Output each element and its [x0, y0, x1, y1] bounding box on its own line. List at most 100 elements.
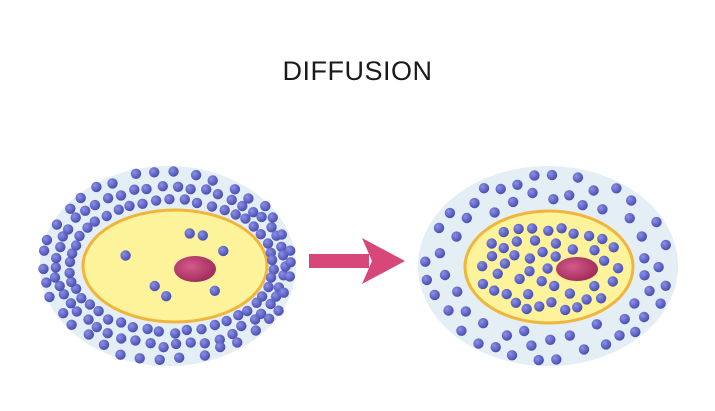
particle — [506, 350, 518, 361]
particle — [556, 223, 567, 234]
particle — [581, 294, 592, 305]
particle — [524, 266, 535, 277]
particle — [509, 250, 520, 261]
particle — [130, 335, 141, 346]
particle — [267, 212, 278, 223]
particle — [452, 286, 463, 297]
particle — [597, 204, 608, 215]
particle — [578, 344, 590, 355]
particle — [38, 245, 50, 256]
particle — [129, 184, 140, 195]
particle — [629, 298, 640, 309]
particle — [266, 222, 277, 233]
particle — [498, 226, 509, 238]
particle — [639, 253, 650, 264]
particle — [141, 183, 152, 195]
particle — [268, 264, 279, 275]
particle — [230, 209, 241, 220]
particle — [181, 324, 192, 336]
particle — [490, 342, 501, 353]
particle — [451, 231, 462, 242]
particle — [568, 228, 579, 239]
particle — [215, 341, 226, 353]
particle — [76, 293, 87, 304]
particle — [221, 315, 232, 327]
particle — [477, 278, 489, 290]
particle — [595, 293, 607, 304]
particle — [197, 230, 208, 241]
particle — [256, 211, 267, 223]
particle — [170, 328, 181, 339]
particle — [489, 207, 500, 218]
particle — [134, 353, 145, 364]
particle — [102, 328, 113, 339]
particle — [461, 212, 472, 224]
particle — [248, 207, 259, 218]
particle — [161, 291, 172, 302]
particle — [184, 228, 195, 239]
particle — [41, 277, 52, 288]
particle — [550, 251, 561, 262]
particle — [102, 193, 114, 204]
particle — [478, 183, 490, 194]
particle — [113, 204, 125, 215]
particle — [62, 224, 74, 235]
particle — [101, 210, 112, 222]
particle — [486, 251, 498, 262]
particle — [58, 289, 70, 300]
particle — [489, 285, 500, 296]
particle — [284, 271, 295, 282]
particle — [107, 178, 118, 189]
particle — [588, 185, 599, 196]
particle — [537, 246, 548, 258]
particle — [501, 288, 512, 300]
particle — [196, 324, 207, 335]
particle — [514, 273, 525, 285]
particle — [644, 285, 655, 297]
particle — [55, 241, 66, 253]
particle — [536, 276, 547, 287]
particle — [533, 354, 544, 366]
particle — [550, 238, 562, 249]
particle — [64, 267, 75, 279]
particle — [519, 325, 530, 337]
particle — [149, 167, 160, 178]
particle — [243, 193, 254, 204]
particle — [526, 340, 537, 351]
particle — [248, 221, 259, 232]
particle — [607, 276, 618, 287]
particle — [260, 200, 271, 212]
particle — [510, 297, 522, 308]
particle — [130, 168, 142, 179]
particle — [477, 261, 488, 272]
particle — [70, 240, 82, 251]
particle — [513, 223, 524, 235]
particle — [639, 270, 650, 281]
particle — [456, 325, 467, 336]
particle — [529, 170, 540, 181]
particle — [660, 239, 671, 251]
particle — [443, 305, 454, 316]
particle — [572, 172, 584, 183]
right-arrow-icon — [309, 238, 405, 284]
particle — [206, 201, 218, 212]
particle — [98, 339, 110, 350]
particle — [158, 342, 169, 353]
particle — [199, 338, 210, 349]
particle — [145, 338, 156, 349]
particle — [636, 231, 647, 242]
particle — [624, 213, 635, 224]
particle — [564, 190, 575, 201]
particle — [469, 197, 480, 209]
particle — [583, 230, 595, 242]
particle — [50, 262, 61, 273]
particle — [89, 216, 101, 227]
particle — [93, 305, 104, 317]
particle — [638, 311, 650, 323]
particle — [115, 317, 127, 328]
particle — [250, 325, 261, 336]
particle — [137, 198, 148, 209]
diagram-title: DIFFUSION — [282, 56, 433, 86]
particle — [185, 184, 196, 195]
